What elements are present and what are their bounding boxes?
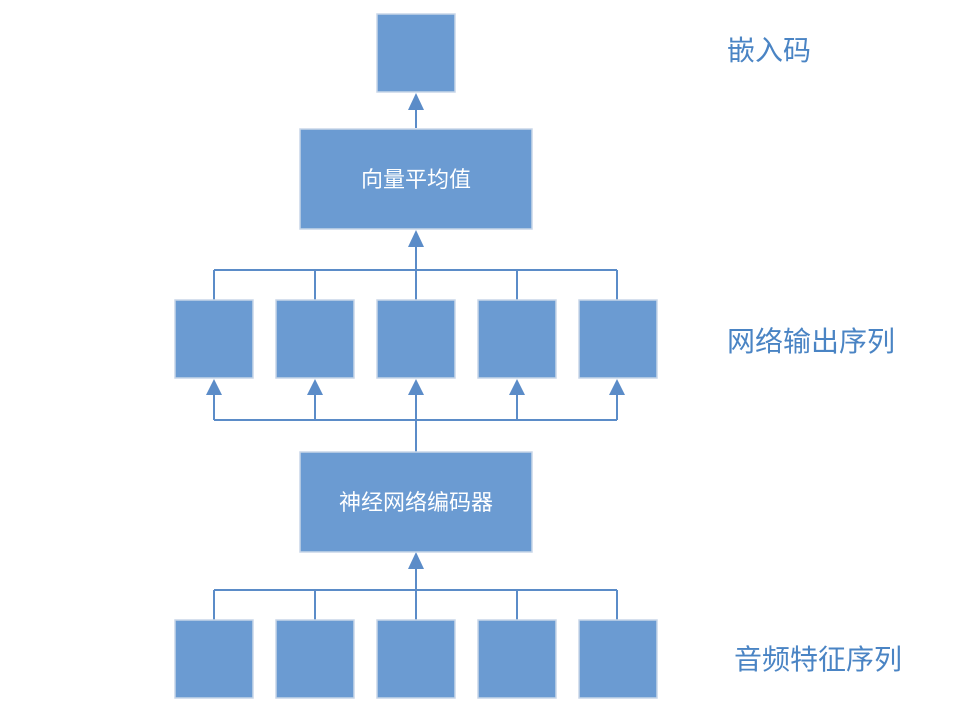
output-box [376,299,456,379]
arrowhead [609,379,625,395]
connectors-encoder-to-outputs [206,379,625,452]
output-box [275,299,355,379]
vector-mean-node: 向量平均值 [299,128,533,230]
neural-encoder-box [299,451,533,553]
neural-encoder-label: 神经网络编码器 [339,491,493,516]
feature-box [477,619,557,699]
feature-box [578,619,658,699]
feature-box [376,619,456,699]
network-output-row [174,299,658,379]
arrowhead [206,379,222,395]
arrowhead [509,379,525,395]
arrowhead [408,230,424,247]
vector-mean-label: 向量平均值 [361,168,471,193]
output-box [477,299,557,379]
neural-encoder-node: 神经网络编码器 [299,451,533,553]
network-output-label: 网络输出序列 [727,325,895,358]
audio-features-label: 音频特征序列 [734,643,902,676]
connectors-outputs-to-mean [213,230,618,300]
output-box [578,299,658,379]
arrowhead [307,379,323,395]
arrowhead [408,93,424,110]
vector-mean-box [299,128,533,230]
feature-box [174,619,254,699]
audio-feature-row [174,619,658,699]
connector-mean-to-embedding [408,93,424,128]
connectors-features-to-encoder [213,552,618,620]
arrowhead [408,552,424,569]
output-box [174,299,254,379]
embedding-label: 嵌入码 [727,34,811,67]
embedding-box [376,13,456,93]
arrowhead [408,379,424,395]
feature-box [275,619,355,699]
